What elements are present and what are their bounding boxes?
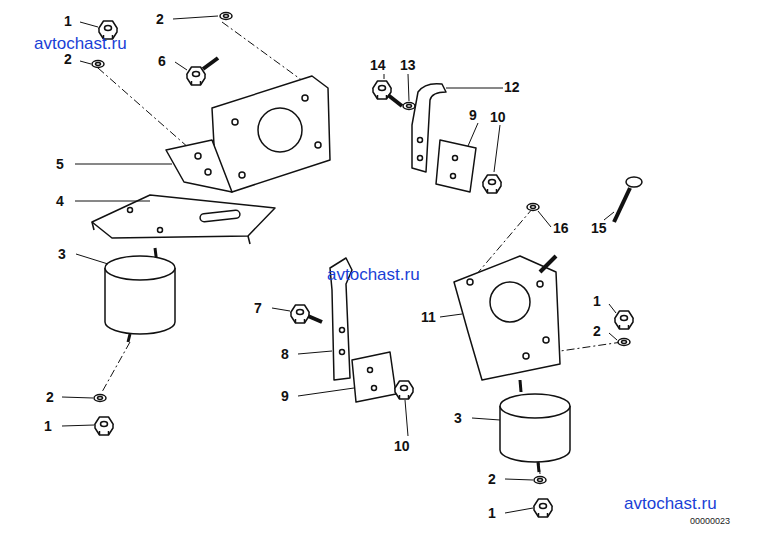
callout-number: 5 <box>56 157 64 171</box>
callout-number: 15 <box>591 221 607 235</box>
callout-number: 2 <box>593 324 601 338</box>
callout-number: 1 <box>593 294 601 308</box>
callout-number: 9 <box>469 108 477 122</box>
callout-number: 2 <box>156 12 164 26</box>
watermark: avtochast.ru <box>34 35 127 52</box>
callout-number: 1 <box>64 14 72 28</box>
callout-number: 10 <box>394 439 410 453</box>
callout-number: 3 <box>454 411 462 425</box>
callout-number: 6 <box>158 54 166 68</box>
watermark: avtochast.ru <box>624 495 717 512</box>
callout-number: 9 <box>281 389 289 403</box>
callout-number: 14 <box>370 58 386 72</box>
callout-number: 2 <box>488 472 496 486</box>
callout-number: 10 <box>490 110 506 124</box>
callout-number: 8 <box>281 347 289 361</box>
drawing-code: 00000023 <box>690 517 730 526</box>
callout-number: 3 <box>58 247 66 261</box>
callout-number: 4 <box>56 194 64 208</box>
callout-number: 11 <box>421 310 436 324</box>
callout-number: 7 <box>254 301 262 315</box>
callout-number: 13 <box>400 58 416 72</box>
callout-number: 2 <box>46 390 54 404</box>
callout-number: 1 <box>44 419 52 433</box>
callout-number: 12 <box>504 80 520 94</box>
callout-number: 16 <box>553 221 569 235</box>
watermark: avtochast.ru <box>327 266 420 283</box>
callout-number: 2 <box>64 52 72 66</box>
callout-number: 1 <box>488 506 496 520</box>
